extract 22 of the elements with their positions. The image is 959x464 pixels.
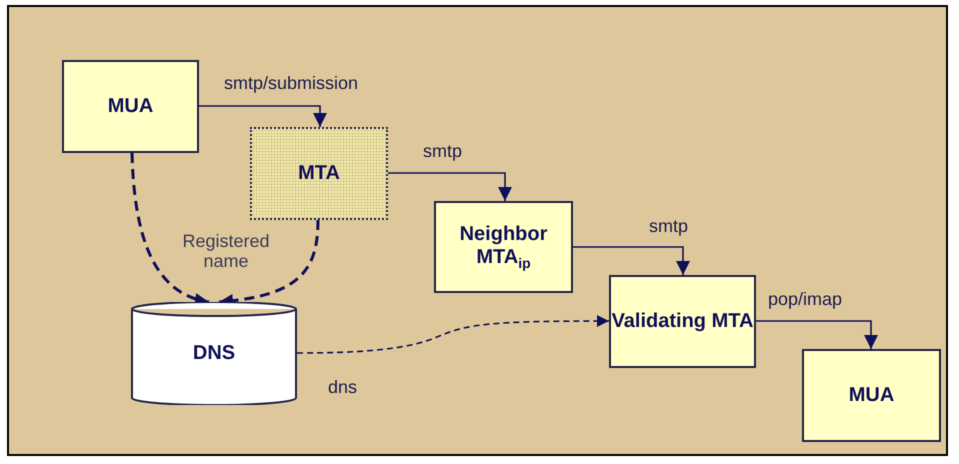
node-label: Neighbor MTA$_{ip}$ — [458, 222, 548, 272]
node-label: Validating MTA — [612, 310, 754, 333]
node-label: MTA — [298, 162, 340, 185]
process-box — [250, 127, 388, 220]
node-label: MUA — [848, 384, 894, 407]
edge-label: smtp/submission — [224, 74, 358, 94]
annotation-text: Registered name — [181, 232, 271, 272]
arrow — [388, 172, 512, 201]
edge-label: smtp — [649, 217, 688, 237]
edge-label: pop/imap — [768, 290, 842, 310]
node-label: MUA — [108, 95, 154, 118]
arrow — [756, 320, 878, 349]
arrow — [573, 246, 690, 275]
edge-label: smtp — [423, 142, 462, 162]
arrow — [199, 105, 327, 127]
process-box — [62, 60, 199, 153]
dashed-arrow — [297, 315, 609, 354]
process-box — [609, 275, 756, 368]
node-label: DNS — [192, 342, 236, 365]
database-cylinder — [131, 302, 297, 405]
process-box — [434, 201, 573, 293]
process-box — [802, 349, 941, 442]
